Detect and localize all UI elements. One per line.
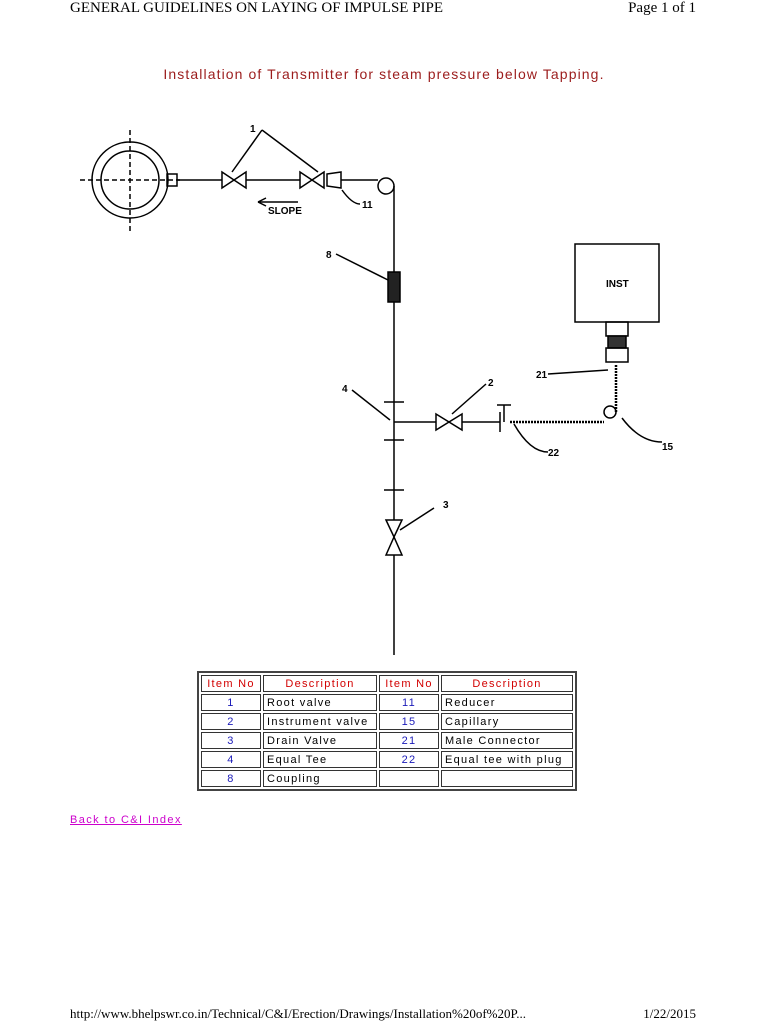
installation-diagram: SLOPE INST 1 11 8 4 2 21 15 22 3 [80, 124, 674, 655]
inst-label: INST [606, 279, 629, 290]
instrument-valve [435, 412, 463, 432]
page-title: Installation of Transmitter for steam pr… [163, 66, 605, 82]
table-row: 2 Instrument valve 15 Capillary [201, 713, 573, 730]
callout-22: 22 [548, 448, 560, 459]
item-description: Instrument valve [263, 713, 377, 730]
callout-1: 1 [250, 124, 256, 135]
callout-8: 8 [326, 250, 332, 261]
table-row: 4 Equal Tee 22 Equal tee with plug [201, 751, 573, 768]
callout-21: 21 [536, 370, 548, 381]
item-description [441, 770, 573, 787]
item-no: 15 [379, 713, 439, 730]
parts-table: Item No Description Item No Description … [197, 671, 577, 791]
table-row: 3 Drain Valve 21 Male Connector [201, 732, 573, 749]
item-description: Capillary [441, 713, 573, 730]
bend [377, 177, 395, 195]
header-item-no: Item No [201, 675, 261, 692]
item-description: Reducer [441, 694, 573, 711]
footer-date: 1/22/2015 [643, 1006, 696, 1021]
footer-url: http://www.bhelpswr.co.in/Technical/C&I/… [70, 1006, 527, 1021]
header-description: Description [263, 675, 377, 692]
item-no: 21 [379, 732, 439, 749]
callout-2: 2 [488, 378, 494, 389]
header-item-no: Item No [379, 675, 439, 692]
item-no: 1 [201, 694, 261, 711]
drain-valve [384, 519, 404, 556]
item-no: 8 [201, 770, 261, 787]
item-no [379, 770, 439, 787]
callout-15: 15 [662, 442, 674, 453]
item-description: Root valve [263, 694, 377, 711]
table-row: 8 Coupling [201, 770, 573, 787]
item-description: Male Connector [441, 732, 573, 749]
item-description: Equal tee with plug [441, 751, 573, 768]
item-no: 22 [379, 751, 439, 768]
item-no: 3 [201, 732, 261, 749]
page-number: Page 1 of 1 [628, 0, 696, 16]
coupling [387, 271, 401, 303]
root-valve-2 [299, 170, 342, 190]
table-row: 1 Root valve 11 Reducer [201, 694, 573, 711]
document-header-title: GENERAL GUIDELINES ON LAYING OF IMPULSE … [70, 0, 444, 16]
item-no: 4 [201, 751, 261, 768]
item-no: 11 [379, 694, 439, 711]
back-to-index-link[interactable]: Back to C&I Index [70, 814, 182, 826]
table-header-row: Item No Description Item No Description [201, 675, 573, 692]
callout-11: 11 [362, 200, 373, 211]
item-description: Drain Valve [263, 732, 377, 749]
header-description: Description [441, 675, 573, 692]
root-valve-1 [221, 170, 247, 190]
item-description: Equal Tee [263, 751, 377, 768]
callout-3: 3 [443, 500, 449, 511]
callout-4: 4 [342, 384, 348, 395]
item-no: 2 [201, 713, 261, 730]
item-description: Coupling [263, 770, 377, 787]
slope-label: SLOPE [268, 206, 302, 217]
